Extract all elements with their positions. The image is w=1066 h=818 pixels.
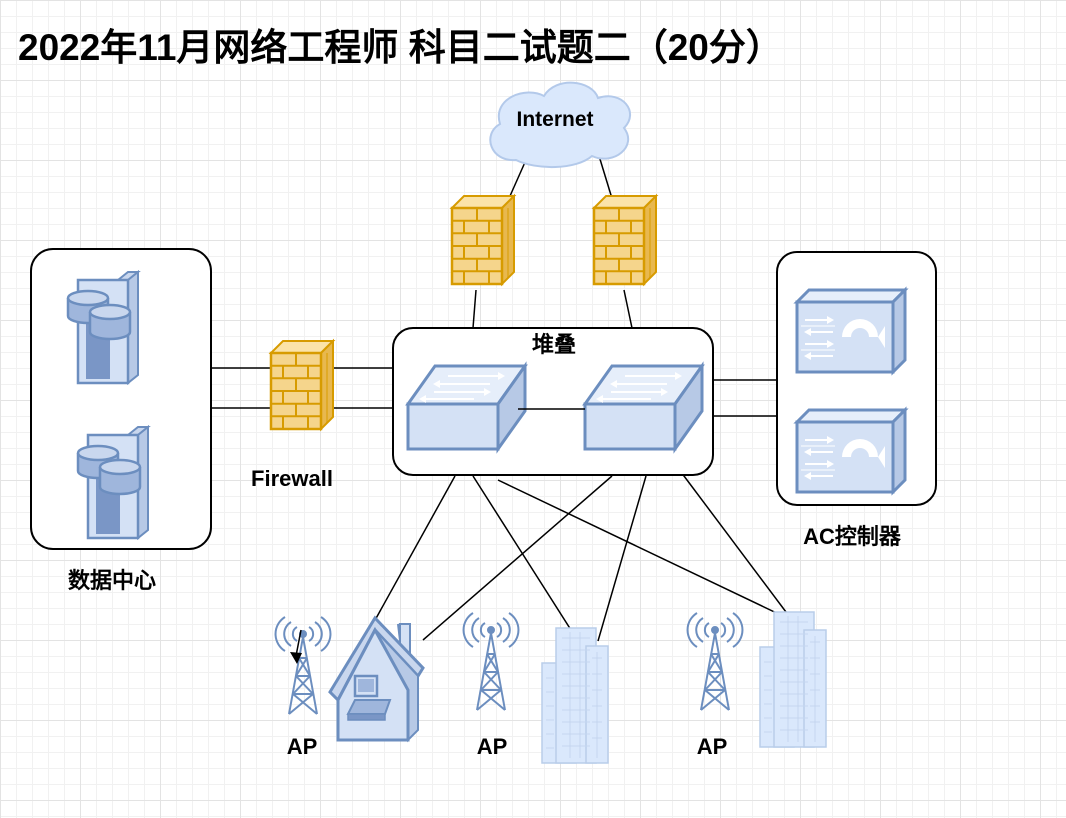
diagram-title: 2022年11月网络工程师 科目二试题二（20分）	[18, 26, 783, 68]
server-icon	[76, 425, 150, 540]
switch-icon	[583, 364, 704, 451]
ap-tower-icon	[686, 612, 744, 711]
ap-label: AP	[287, 734, 318, 759]
house-icon	[328, 615, 425, 743]
ac-controller-icon	[795, 408, 907, 494]
firewall-label: Firewall	[251, 466, 333, 491]
firewall-icon	[592, 194, 658, 286]
ac-controller-group	[776, 251, 937, 506]
firewall-icon	[450, 194, 516, 286]
ap-label: AP	[697, 734, 728, 759]
firewall-icon	[269, 339, 335, 431]
datacenter-label: 数据中心	[68, 568, 156, 593]
connection-lines	[212, 141, 809, 642]
stack-group	[392, 327, 714, 476]
building-icon	[759, 611, 827, 748]
switch-icon	[406, 364, 527, 451]
stack-label: 堆叠	[532, 332, 576, 357]
pointer-arrow-icon	[290, 629, 302, 664]
ap-tower-icon	[462, 612, 520, 711]
ac-controller-label: AC控制器	[803, 524, 902, 549]
internet-label: Internet	[516, 108, 593, 131]
ap-label: AP	[477, 734, 508, 759]
datacenter-group	[30, 248, 212, 550]
ac-controller-icon	[795, 288, 907, 374]
internet-cloud: Internet	[489, 81, 631, 168]
server-icon	[66, 270, 140, 385]
ap-tower-icon	[274, 616, 332, 715]
building-icon	[541, 627, 609, 764]
